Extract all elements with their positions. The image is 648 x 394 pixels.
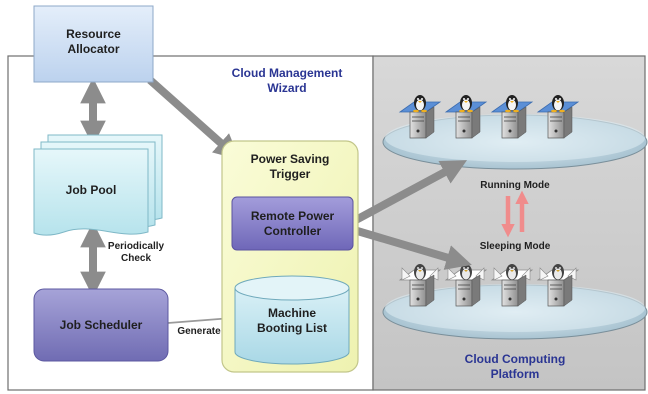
job-pool-label: Job Pool	[34, 183, 148, 198]
cloud-management-line2: Wizard	[267, 81, 307, 95]
remote-power-line1: Remote Power	[250, 209, 335, 223]
resource-allocator-line2: Allocator	[67, 42, 120, 56]
machine-booting-line2: Booting List	[257, 321, 327, 335]
sleeping-mode-text: Sleeping Mode	[479, 241, 551, 252]
check-line: Check	[120, 253, 151, 264]
sleeping-mode-label: Sleeping Mode	[455, 241, 575, 253]
machine-booting-line1: Machine	[267, 306, 316, 320]
remote-power-controller-label: Remote Power Controller	[232, 209, 353, 239]
periodically-line: Periodically	[107, 241, 165, 252]
resource-allocator-label: Resource Allocator	[34, 27, 153, 57]
running-mode-label: Running Mode	[455, 180, 575, 192]
mode-arrows	[501, 190, 529, 238]
allocator-trigger-arrow	[147, 77, 240, 160]
resource-allocator-box	[33, 5, 154, 83]
gray-arrows	[80, 77, 472, 298]
generate-arrow	[167, 314, 235, 324]
generate-text: Generate	[177, 326, 221, 337]
cloud-computing-line2: Platform	[490, 367, 540, 381]
controller-running-arrow	[352, 160, 468, 225]
job-pool-stack	[33, 134, 163, 236]
machine-booting-list-cylinder	[234, 275, 350, 365]
cloud-management-line1: Cloud Management	[231, 66, 343, 80]
power-saving-trigger-label: Power Saving Trigger	[222, 152, 358, 182]
controller-sleeping-arrow	[352, 226, 472, 270]
periodically-check-label: Periodically Check	[96, 241, 176, 265]
running-mode-text: Running Mode	[480, 180, 550, 191]
cloud-management-title: Cloud Management Wizard	[212, 66, 362, 96]
power-saving-line1: Power Saving	[250, 152, 330, 166]
remote-power-line2: Controller	[263, 224, 322, 238]
resource-allocator-line1: Resource	[66, 27, 121, 41]
generate-label: Generate	[168, 326, 230, 338]
job-pool-text: Job Pool	[65, 183, 117, 197]
job-scheduler-text: Job Scheduler	[59, 318, 143, 332]
cloud-computing-line1: Cloud Computing	[464, 352, 566, 366]
cloud-computing-platform-title: Cloud Computing Platform	[440, 352, 590, 382]
job-scheduler-box	[33, 288, 169, 362]
remote-power-controller-box	[231, 196, 354, 251]
machine-booting-list-label: Machine Booting List	[235, 306, 349, 336]
job-scheduler-label: Job Scheduler	[34, 318, 168, 333]
power-saving-line2: Trigger	[269, 167, 311, 181]
